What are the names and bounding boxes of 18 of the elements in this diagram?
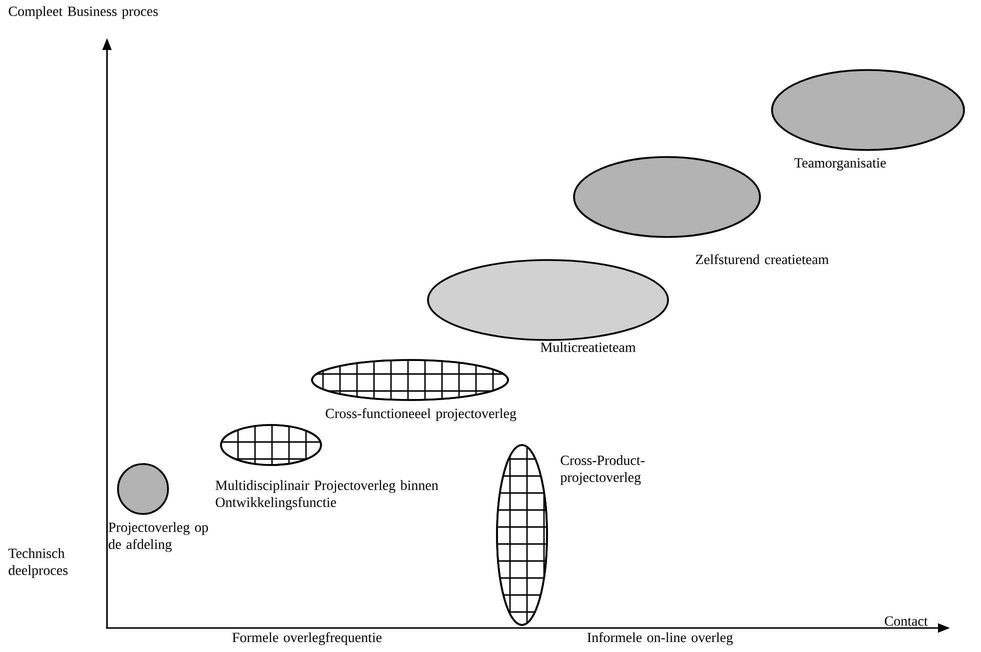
node-label: Cross-Product-projectoverleg: [560, 455, 644, 485]
ellipse-region: Multicreatieteam: [427, 259, 669, 352]
axis-label: Technisch deelproces: [8, 548, 68, 578]
node-label: Projectoverleg op de afdeling: [108, 522, 208, 552]
axis-label: Formele overlegfrequentie: [232, 632, 382, 646]
node-label: Multidisciplinair Projectoverleg binnen Ontwikkelingsfunctie: [216, 480, 438, 510]
axis-label: Contact: [884, 616, 928, 626]
ellipse-region: Projectoverleg op de afdeling: [108, 463, 208, 552]
ellipse-region: Cross-Product-projectoverleg: [496, 444, 644, 626]
node-label: Zelfsturend creatieteam: [696, 254, 829, 264]
node-label: Multicreatieteam: [540, 342, 636, 352]
ellipse-region: Teamorganisatie: [771, 69, 965, 170]
axis-label: Compleet Business proces: [8, 6, 158, 19]
ellipse-region: Multidisciplinair Projectoverleg binnen Ontwikkelingsfunctie: [216, 424, 438, 510]
node-label: Cross-functioneeel projectoverleg: [326, 408, 516, 422]
ellipse-region: Cross-functioneeel projectoverleg: [311, 359, 516, 422]
axis-label: Informele on-line overleg: [587, 632, 733, 646]
node-label: Teamorganisatie: [794, 158, 886, 170]
